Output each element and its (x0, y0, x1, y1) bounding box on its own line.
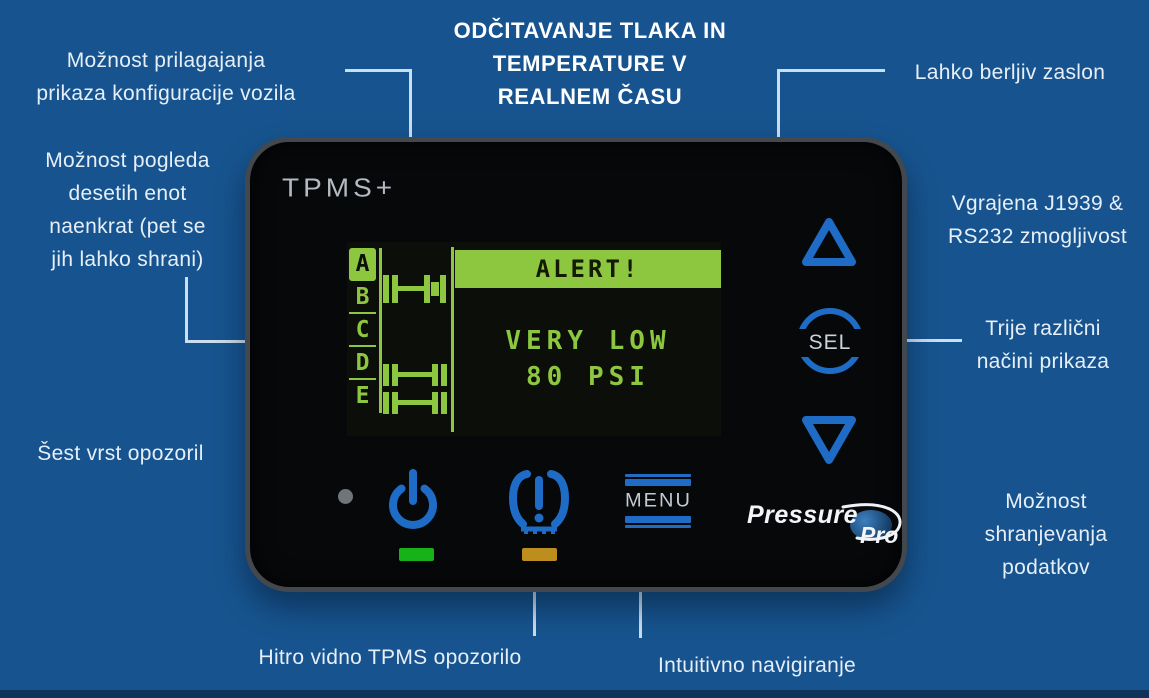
tpms-warning-icon (508, 470, 570, 534)
slot-label-d: D (349, 347, 376, 380)
callout-line-readable-h (777, 69, 885, 72)
page-title: ODČITAVANJE TLAKA IN TEMPERATURE V REALN… (453, 18, 727, 109)
menu-bar-bottom (625, 516, 691, 523)
menu-button[interactable]: MENU (625, 472, 691, 530)
alert-amber-led (522, 548, 557, 561)
up-arrow-icon (802, 218, 856, 266)
menu-bar-top (625, 479, 691, 486)
slot-label-b: B (349, 281, 376, 314)
footer-bar (0, 690, 1149, 698)
lcd-screen: A B C D E (347, 242, 721, 436)
tpms-warning-button[interactable] (506, 466, 572, 542)
pressure-value-text: 80 PSI (526, 362, 650, 392)
label-intuitive-navigation: Intuitivno navigiranje (657, 654, 857, 677)
trailer-axles-icon (383, 364, 447, 414)
down-arrow-button[interactable] (797, 406, 861, 470)
power-icon (389, 469, 437, 529)
slot-label-e: E (355, 383, 370, 409)
slot-label-c: C (349, 314, 376, 347)
label-data-storage: Možnost shranjevanja podatkov (984, 490, 1108, 579)
power-button[interactable] (381, 465, 445, 537)
up-arrow-button[interactable] (797, 212, 861, 276)
logo-line1: Pressure (747, 501, 859, 529)
label-readable-screen: Lahko berljiv zaslon (914, 61, 1106, 84)
callout-line-ten-units-v (185, 277, 188, 343)
pressurepro-logo: Pressure Pro (747, 497, 912, 559)
status-dot-led (338, 489, 353, 504)
label-six-alert-types: Šest vrst opozoril (37, 442, 204, 465)
sel-button-label: SEL (794, 329, 866, 357)
slot-label-a: A (349, 248, 376, 281)
down-arrow-icon (802, 416, 856, 464)
power-green-led (399, 548, 434, 561)
label-three-display-modes: Trije različni načini prikaza (976, 317, 1110, 373)
callout-line-customize-h (345, 69, 412, 72)
sel-button[interactable]: SEL (794, 308, 866, 374)
label-view-ten-units: Možnost pogleda desetih enot naenkrat (p… (45, 149, 210, 271)
slot-column: A B C D E (349, 248, 382, 413)
menu-bar-bottom-thin (625, 525, 691, 528)
logo-swoosh-icon (841, 503, 902, 541)
label-j1939: Vgrajena J1939 & RS232 zmogljivost (947, 192, 1127, 248)
menu-button-label: MENU (625, 490, 692, 512)
label-customize-display: Možnost prilagajanja prikaza konfiguraci… (36, 49, 296, 105)
alert-banner: ALERT! (455, 250, 721, 288)
tpms-monitor-device: TPMS+ A B C D E (245, 137, 907, 592)
tpms-plus-logo: TPMS+ (282, 173, 397, 202)
pressure-status-text: VERY LOW (505, 326, 671, 356)
tractor-axles-icon (383, 275, 446, 303)
globe-icon (850, 510, 892, 540)
label-visible-tpms-alert: Hitro vidno TPMS opozorilo (258, 646, 522, 669)
callout-line-amber-led (533, 566, 536, 636)
callout-line-sel (858, 339, 962, 342)
menu-bars-icon (625, 474, 691, 477)
lcd-divider-line (451, 247, 454, 432)
logo-line2: Pro (860, 522, 899, 548)
